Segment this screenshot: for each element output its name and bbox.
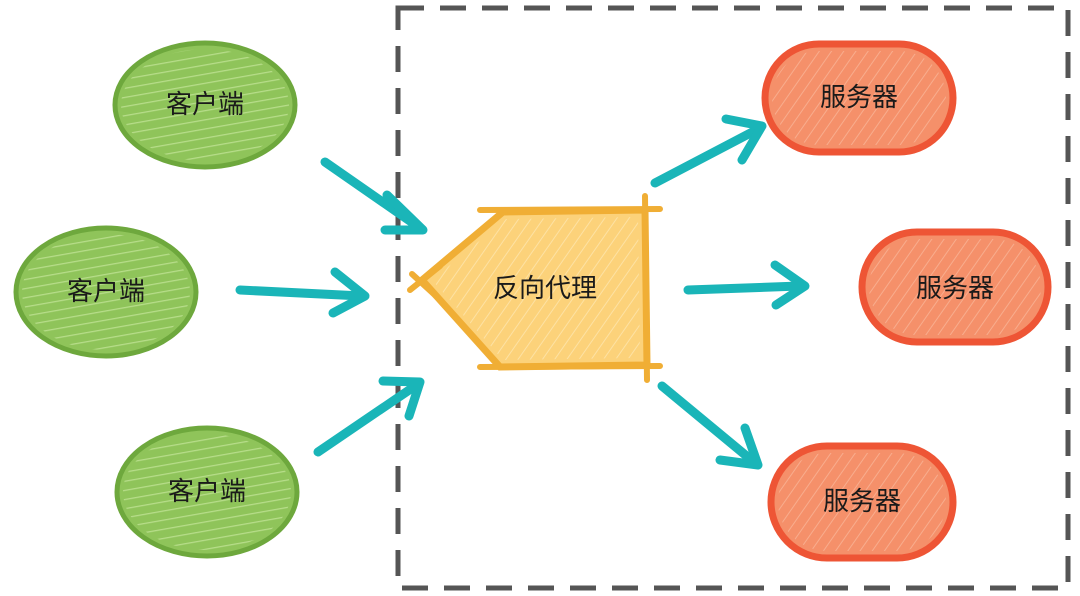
client-hatch [121,49,289,161]
server-hatch [778,453,946,551]
arrow-client3-to-proxy [313,376,425,457]
arrow-proxy-to-server1 [650,114,767,188]
proxy-sketch-line [477,363,663,370]
client-node-2[interactable]: 客户端 [13,225,199,359]
proxy-sketch-line [642,193,650,383]
client-node-1[interactable]: 客户端 [112,40,298,170]
proxy-sketch-line [409,271,439,299]
server-node-1[interactable]: 服务器 [761,40,957,156]
server-hatch [869,239,1041,335]
proxy-boundary [395,5,1071,591]
client-node-3[interactable]: 客户端 [114,425,300,559]
client-label: 客户端 [168,477,246,507]
server-hatch [772,51,946,145]
client-label: 客户端 [166,90,244,120]
proxy-node[interactable]: 反向代理 [407,193,663,383]
server-label: 服务器 [823,487,901,517]
proxy-sketch-line [407,263,443,293]
client-label: 客户端 [67,277,145,307]
arrow-proxy-to-server3 [657,381,763,470]
arrow-client2-to-proxy [235,267,370,318]
proxy-sketch-line [477,206,663,213]
client-hatch [123,434,291,550]
client-hatch [22,234,190,350]
server-label: 服务器 [916,274,994,304]
server-node-2[interactable]: 服务器 [858,228,1052,346]
proxy-hatch [432,217,640,360]
proxy-label: 反向代理 [493,274,597,304]
arrow-client1-to-proxy [320,157,428,235]
arrow-proxy-to-server2 [683,260,810,310]
server-node-3[interactable]: 服务器 [767,442,957,562]
server-label: 服务器 [820,83,898,113]
